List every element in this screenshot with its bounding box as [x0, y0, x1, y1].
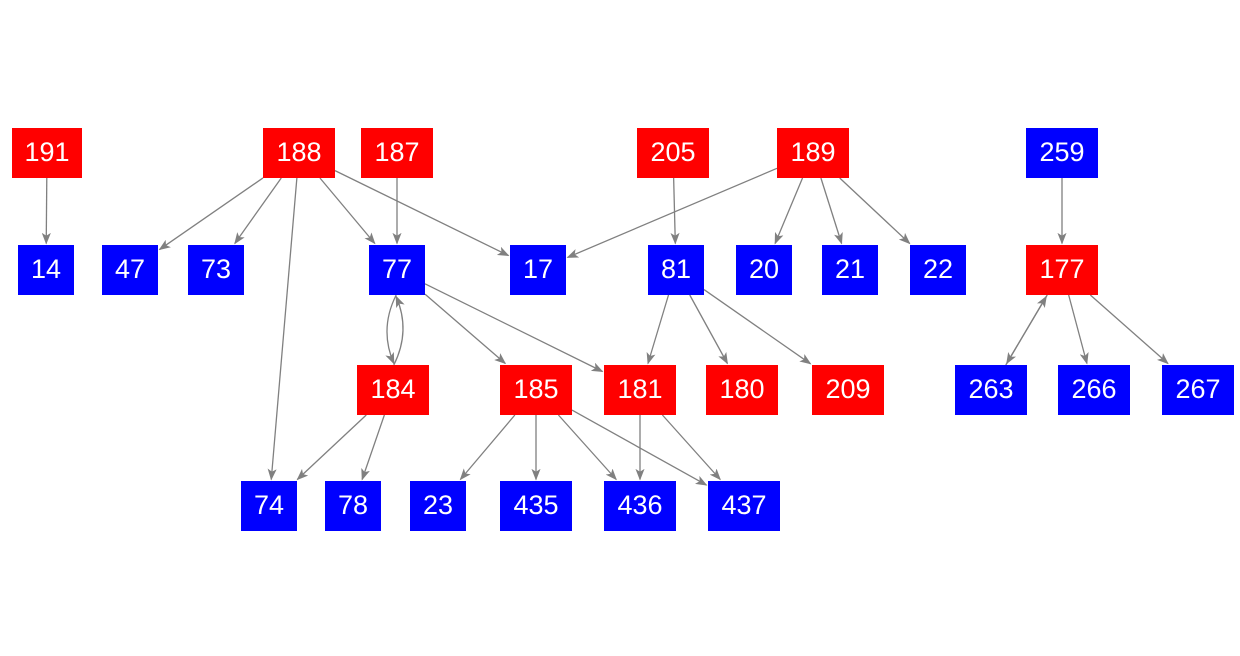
edges-group [41, 167, 1169, 486]
graph-node-21[interactable]: 21 [822, 245, 878, 295]
node-label: 435 [513, 489, 559, 520]
graph-node-184[interactable]: 184 [357, 365, 429, 415]
graph-node-77[interactable]: 77 [369, 245, 425, 295]
graph-node-180[interactable]: 180 [706, 365, 778, 415]
graph-edge-189-20 [774, 177, 804, 245]
graph-node-177[interactable]: 177 [1026, 245, 1098, 295]
node-label: 14 [30, 253, 62, 284]
graph-edge-189-22 [839, 177, 911, 245]
node-label: 259 [1039, 136, 1085, 167]
graph-node-73[interactable]: 73 [188, 245, 244, 295]
graph-node-185[interactable]: 185 [500, 365, 572, 415]
node-label: 437 [721, 489, 767, 520]
graph-node-437[interactable]: 437 [708, 481, 780, 531]
node-label: 266 [1071, 373, 1117, 404]
graph-edge-185-436 [557, 414, 617, 481]
graph-edge-77-181 [424, 283, 604, 373]
graph-node-181[interactable]: 181 [604, 365, 676, 415]
graph-edge-188-77 [319, 177, 376, 245]
graph-edge-77-185 [424, 293, 507, 365]
graph-edge-81-180 [689, 294, 728, 365]
node-label: 185 [513, 373, 559, 404]
graph-node-78[interactable]: 78 [325, 481, 381, 531]
graph-node-205[interactable]: 205 [637, 128, 709, 178]
graph-edge-188-17 [334, 170, 510, 257]
node-label: 78 [337, 489, 369, 520]
node-label: 209 [825, 373, 871, 404]
node-label: 181 [617, 373, 663, 404]
graph-node-74[interactable]: 74 [241, 481, 297, 531]
node-label: 81 [660, 253, 692, 284]
node-label: 17 [522, 253, 554, 284]
graph-edge-184-77 [393, 295, 405, 366]
graph-edge-188-73 [234, 177, 282, 245]
graph-node-20[interactable]: 20 [736, 245, 792, 295]
graph-node-436[interactable]: 436 [604, 481, 676, 531]
graph-node-47[interactable]: 47 [102, 245, 158, 295]
graph-edge-81-181 [646, 294, 670, 365]
graph-edge-184-74 [296, 414, 367, 481]
graph-edge-205-81 [670, 177, 680, 245]
node-label: 191 [24, 136, 70, 167]
graph-edge-263-177 [1005, 295, 1047, 366]
graph-node-17[interactable]: 17 [510, 245, 566, 295]
graph-node-266[interactable]: 266 [1058, 365, 1130, 415]
graph-node-263[interactable]: 263 [955, 365, 1027, 415]
graph-edge-185-437 [571, 409, 708, 486]
graph-edge-177-266 [1068, 294, 1089, 365]
node-label: 177 [1039, 253, 1085, 284]
graph-edge-177-263 [1006, 294, 1048, 365]
graph-node-23[interactable]: 23 [410, 481, 466, 531]
graph-node-187[interactable]: 187 [361, 128, 433, 178]
graph-node-209[interactable]: 209 [812, 365, 884, 415]
graph-edge-81-209 [703, 289, 812, 365]
graph-edge-188-74 [267, 177, 298, 481]
node-label: 47 [114, 253, 146, 284]
node-label: 180 [719, 373, 765, 404]
graph-node-189[interactable]: 189 [777, 128, 849, 178]
graph-node-267[interactable]: 267 [1162, 365, 1234, 415]
node-label: 77 [381, 253, 413, 284]
node-label: 205 [650, 136, 696, 167]
graph-edge-77-184 [385, 294, 397, 365]
graph-edge-189-21 [820, 177, 843, 245]
node-label: 20 [748, 253, 780, 284]
graph-edge-191-14 [41, 177, 51, 245]
graph-edge-181-437 [661, 414, 721, 481]
node-label: 188 [276, 136, 322, 167]
graph-node-259[interactable]: 259 [1026, 128, 1098, 178]
graph-edge-185-23 [459, 414, 516, 481]
graph-node-81[interactable]: 81 [648, 245, 704, 295]
node-label: 263 [968, 373, 1014, 404]
node-label: 23 [422, 489, 454, 520]
node-label: 187 [374, 136, 420, 167]
node-label: 436 [617, 489, 663, 520]
node-label: 189 [790, 136, 836, 167]
graph-node-188[interactable]: 188 [263, 128, 335, 178]
graph-edge-184-78 [361, 414, 385, 481]
graph-edge-177-267 [1089, 294, 1169, 365]
graph-node-435[interactable]: 435 [500, 481, 572, 531]
graph-edge-188-47 [158, 177, 264, 251]
node-label: 74 [253, 489, 285, 520]
node-label: 184 [370, 373, 416, 404]
graph-node-191[interactable]: 191 [12, 128, 82, 178]
graph-node-22[interactable]: 22 [910, 245, 966, 295]
node-label: 73 [200, 253, 232, 284]
node-label: 267 [1175, 373, 1221, 404]
node-label: 22 [922, 253, 954, 284]
graph-node-14[interactable]: 14 [18, 245, 74, 295]
node-label: 21 [834, 253, 866, 284]
